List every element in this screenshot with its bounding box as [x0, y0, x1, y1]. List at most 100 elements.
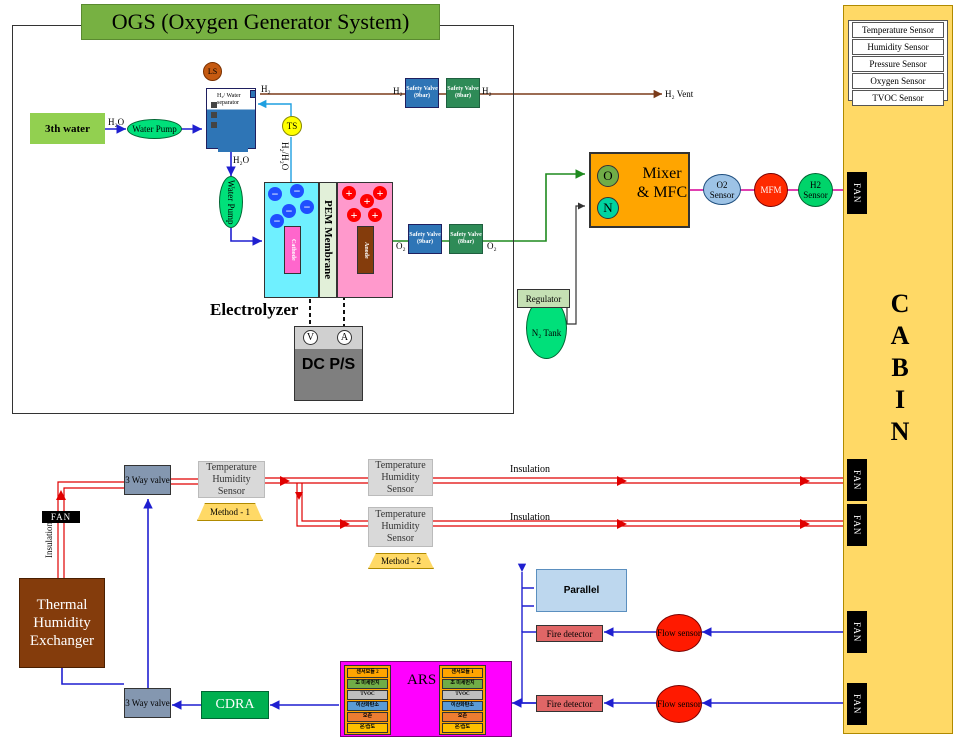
voltmeter-icon: V — [303, 330, 318, 345]
three-way-valve-bottom: 3 Way valve — [124, 688, 171, 718]
ammeter-icon: A — [337, 330, 352, 345]
nitrogen-inlet-icon: N — [597, 197, 619, 219]
separator-port-2 — [211, 112, 217, 118]
flow-sensor-2: Flow sensor — [656, 685, 702, 723]
h2o-label-2: H₂O — [233, 155, 250, 165]
o2-safety-valve-9bar: Safety Valve (9bar) — [408, 224, 442, 254]
cathode-label: Cathode — [290, 239, 296, 261]
method-2-tag: Method - 2 — [368, 553, 434, 569]
oxygen-inlet-icon: O — [597, 165, 619, 187]
o2-sensor: O2 Sensor — [703, 174, 741, 205]
sensor-module-1-co2: 이산화탄소 — [442, 701, 483, 711]
sensor-module-2-pm: 초 미세먼지 — [347, 679, 388, 689]
sensor-module-1: 센서모듈 1 초 미세먼지 TVOC 이산화탄소 오존 온/습도 — [439, 665, 486, 735]
pipe-pump2-to-electrolyzer — [230, 228, 262, 246]
electrolyzer-label: Electrolyzer — [210, 300, 299, 319]
cdra: CDRA — [201, 691, 269, 719]
temp-humidity-sensor-3: Temperature Humidity Sensor — [368, 507, 433, 547]
sensor-module-2-tvoc: TVOC — [347, 690, 388, 700]
h2-safety-valve-9bar: Safety Valve (9bar) — [405, 78, 439, 108]
cabin-sensor-humidity: Humidity Sensor — [852, 39, 944, 55]
regulator: Regulator — [517, 289, 570, 308]
sensor-module-1-temp-humidity: 온/습도 — [442, 723, 483, 733]
water-pump-1: Water Pump — [127, 119, 182, 139]
sensor-module-2-ozone: 오존 — [347, 712, 388, 722]
cabin-sensor-pressure: Pressure Sensor — [852, 56, 944, 72]
fire-detector-2: Fire detector — [536, 695, 603, 712]
insulation-label-2: Insulation — [510, 512, 550, 523]
separator-outlet — [250, 90, 256, 98]
temp-humidity-sensor-2: Temperature Humidity Sensor — [368, 459, 433, 496]
parallel-block: Parallel — [536, 569, 627, 612]
mass-flow-meter: MFM — [754, 173, 788, 207]
plus-icon: + — [368, 208, 382, 222]
h2-h2o-label: H₂/H₂O — [280, 142, 290, 171]
cabin-label: C A B I N — [870, 288, 930, 448]
sensor-module-2-title: 센서모듈 2 — [347, 668, 388, 678]
fan-cabin-2: FAN — [847, 459, 867, 501]
h2-vent-label: H₂ Vent — [665, 89, 694, 99]
water-pump-2: Water Pump — [219, 176, 243, 228]
water-pump-2-label: Water Pump — [226, 179, 236, 225]
o2-safety-valve-8bar: Safety Valve (8bar) — [449, 224, 483, 254]
three-way-valve-top: 3 Way valve — [124, 465, 171, 495]
thermal-flow-arrows — [56, 476, 810, 529]
cabin-sensor-temperature: Temperature Sensor — [852, 22, 944, 38]
sensor-module-2-co2: 이산화탄소 — [347, 701, 388, 711]
thermal-humidity-exchanger: Thermal Humidity Exchanger — [19, 578, 105, 668]
minus-icon: − — [268, 187, 282, 201]
anode-label: Anode — [363, 241, 369, 259]
dc-ps-label: DC P/S — [301, 356, 356, 373]
sensor-module-2-temp-humidity: 온/습도 — [347, 723, 388, 733]
h2-sensor: H2 Sensor — [798, 173, 833, 207]
separator-port-1 — [211, 102, 217, 108]
cabin-sensor-oxygen: Oxygen Sensor — [852, 73, 944, 89]
separator-port-3 — [211, 122, 217, 128]
plus-icon: + — [342, 186, 356, 200]
pipe-fire-bypass — [521, 631, 536, 704]
minus-icon: − — [282, 204, 296, 218]
sensor-module-1-ozone: 오존 — [442, 712, 483, 722]
cabin-letter: A — [890, 321, 910, 350]
anode-electrode: Anode — [357, 226, 374, 274]
pipes-thermal-supply — [57, 477, 843, 578]
temperature-sensor: TS — [282, 116, 302, 136]
insulation-vertical-label: Insulation — [44, 522, 54, 558]
separator-label: H₂/ Water separator — [217, 93, 241, 106]
separator-base — [218, 147, 248, 152]
flow-sensor-1: Flow sensor — [656, 614, 702, 652]
water-source: 3th water — [30, 113, 105, 144]
mixer-label: Mixer & MFC — [636, 165, 688, 201]
ogs-title: OGS (Oxygen Generator System) — [81, 4, 440, 40]
pem-membrane: PEM Membrane — [319, 182, 337, 298]
h2-water-separator: H₂/ Water separator — [206, 88, 256, 149]
pipe-return-h2-water — [258, 104, 292, 182]
fan-cabin-4: FAN — [847, 611, 867, 653]
fire-detector-1: Fire detector — [536, 625, 603, 642]
mixer-mfc: Mixer & MFC — [589, 152, 690, 228]
h2o-label-1: H₂O — [108, 117, 125, 127]
fan-exchanger: FAN — [42, 511, 80, 523]
o2-label-in: O₂ — [396, 241, 406, 251]
cabin-sensor-list: Temperature Sensor Humidity Sensor Press… — [848, 20, 948, 106]
cabin-letter: N — [890, 417, 910, 446]
pipe-n2-to-mixer — [566, 202, 585, 325]
cabin-letter: C — [890, 289, 910, 318]
plus-icon: + — [373, 186, 387, 200]
h2-label-in: H₂ — [393, 86, 403, 96]
pipe-exchanger-to-valve — [61, 668, 124, 685]
minus-icon: − — [300, 200, 314, 214]
fan-cabin-1: FAN — [847, 172, 867, 214]
sensor-module-1-pm: 초 미세먼지 — [442, 679, 483, 689]
cathode-electrode: Cathode — [284, 226, 301, 274]
sensor-module-2: 센서모듈 2 초 미세먼지 TVOC 이산화탄소 오존 온/습도 — [344, 665, 391, 735]
o2-label-out: O₂ — [487, 241, 497, 251]
temp-humidity-sensor-1: Temperature Humidity Sensor — [198, 461, 265, 498]
fan-cabin-3: FAN — [847, 504, 867, 546]
h2-label-out: H₂ — [482, 86, 492, 96]
h2-safety-valve-8bar: Safety Valve (8bar) — [446, 78, 480, 108]
cabin-letter: B — [891, 353, 909, 382]
insulation-label-1: Insulation — [510, 464, 550, 475]
level-sensor: LS — [203, 62, 222, 81]
sensor-module-1-title: 센서모듈 1 — [442, 668, 483, 678]
